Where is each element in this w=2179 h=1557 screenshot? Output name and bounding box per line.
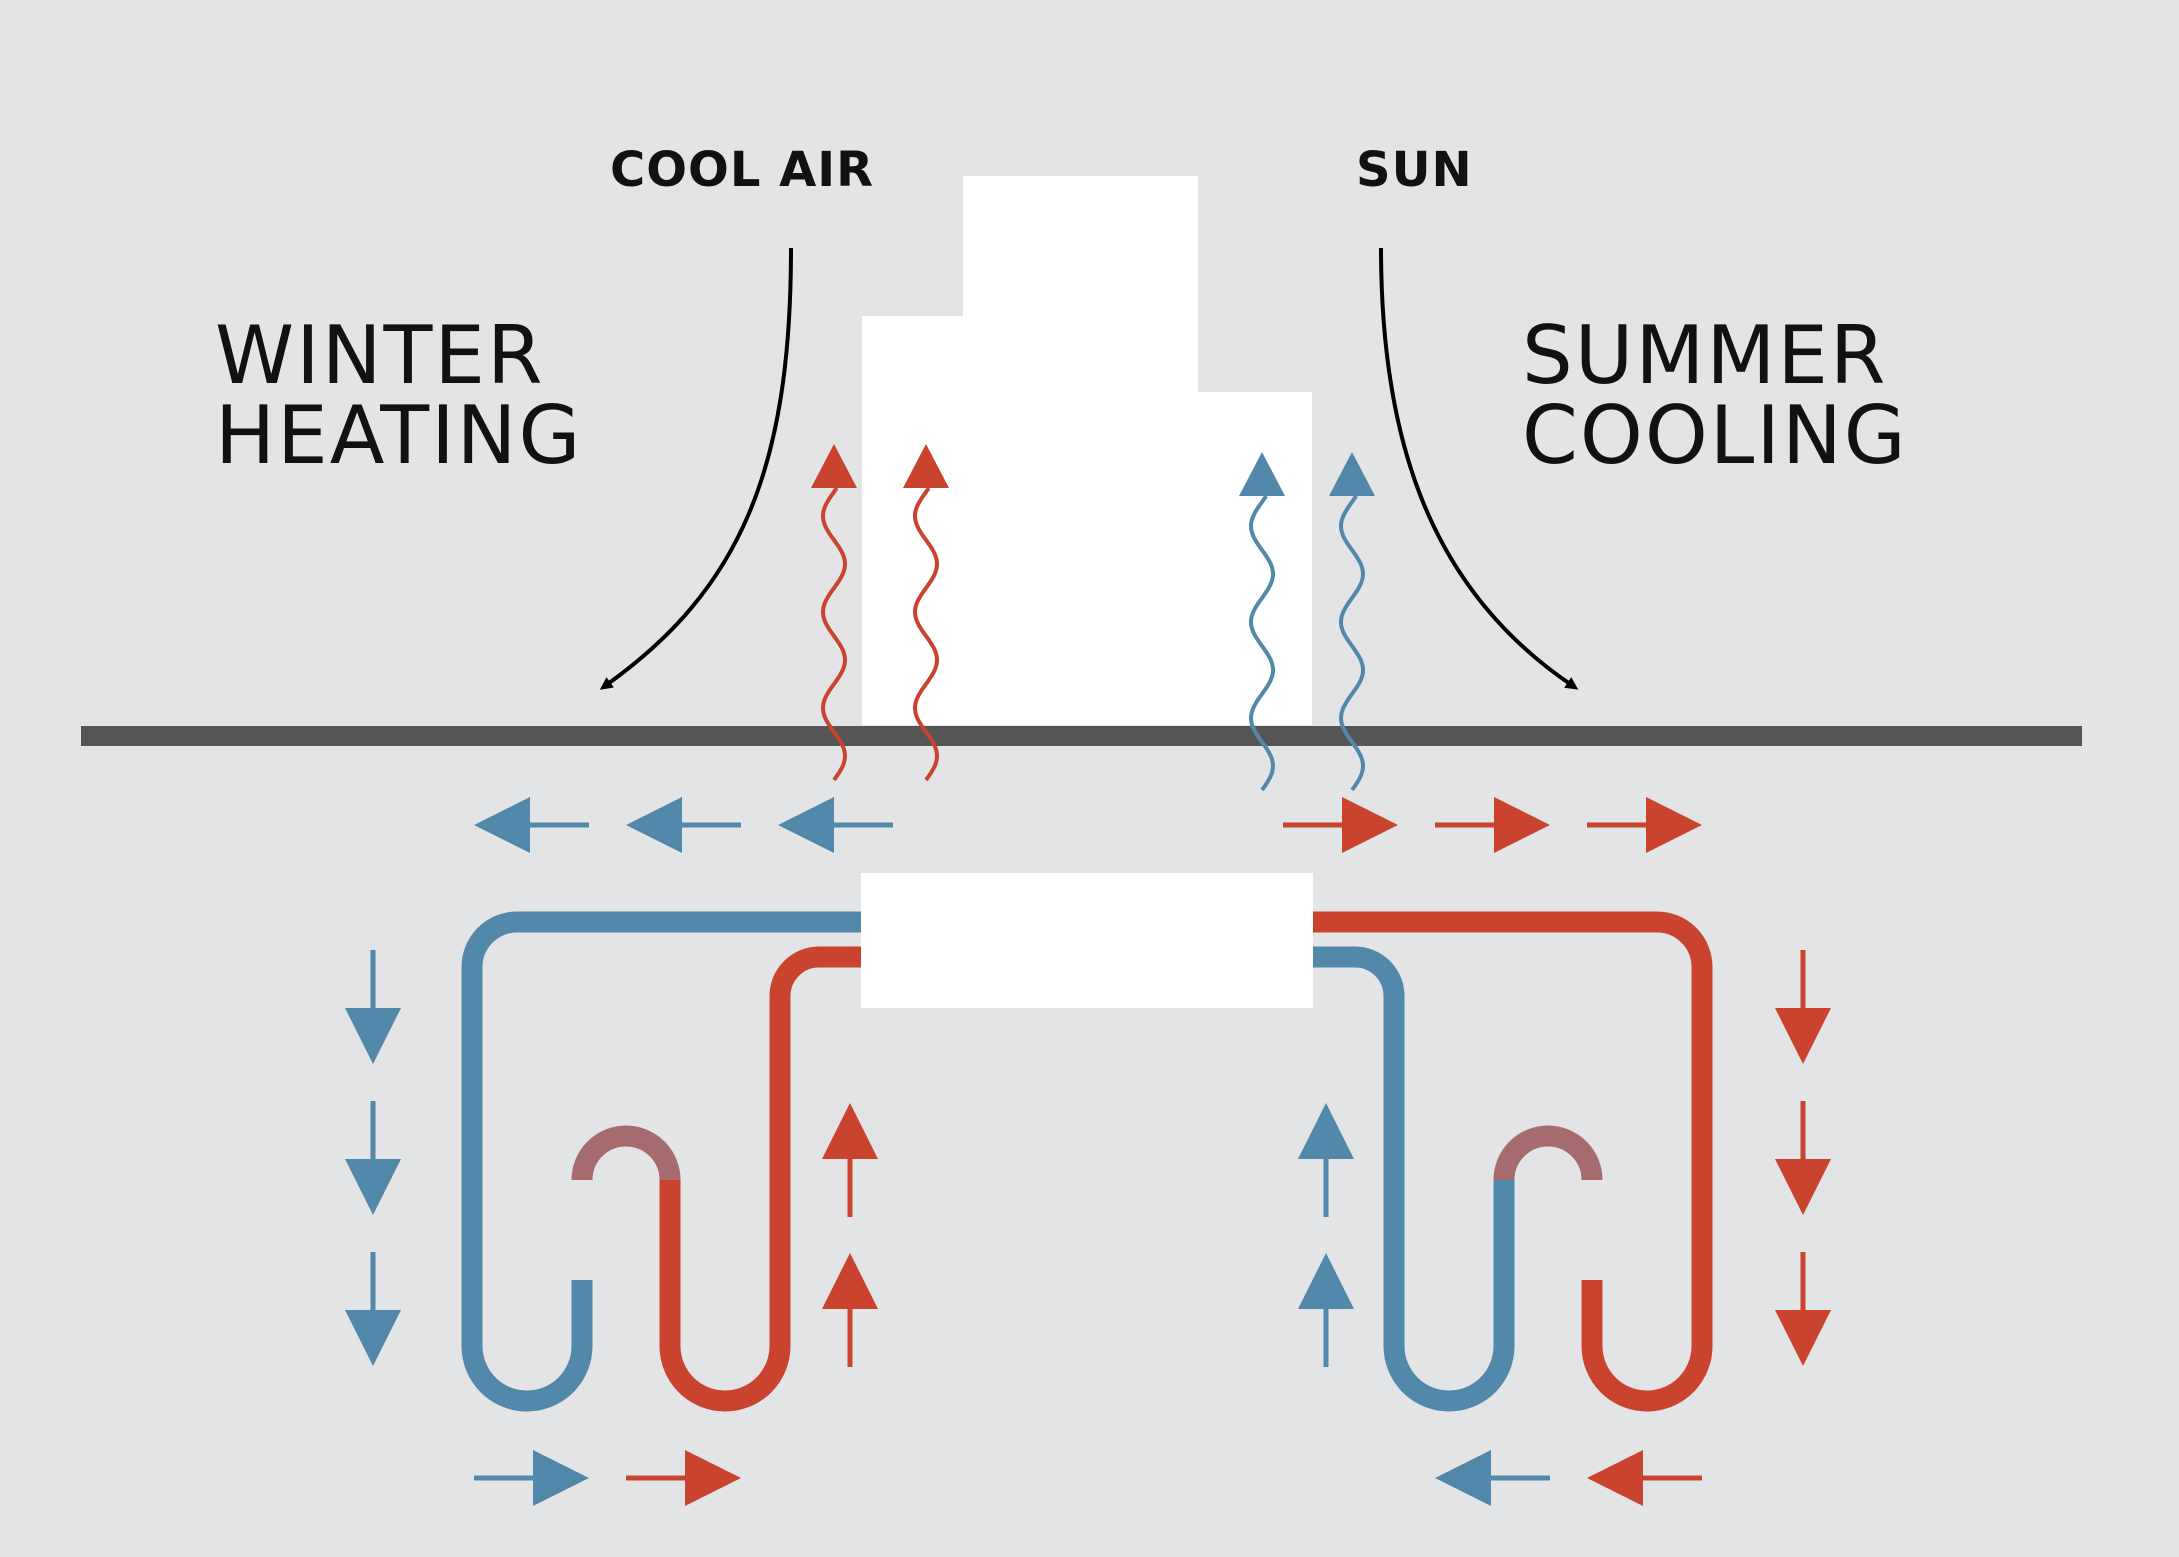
summer-ground-loop [1313,911,1713,1412]
right-down-arrow-1 [1775,950,1831,1064]
right-surface-arrow-3 [1587,797,1702,853]
rising-heat-waves [811,444,1375,792]
right-surface-arrow-3-head [1646,797,1702,853]
left-surface-arrow-1-head [474,797,530,853]
cool-air-label: COOL AIR [610,142,875,198]
right-surface-arrow-1-head [1342,797,1398,853]
right-down-arrow-1-head [1775,1008,1831,1064]
right-down-arrow-3 [1775,1252,1831,1366]
bottom-left-arrow-2-head [685,1450,741,1506]
sun-arrow [1379,247,1579,690]
warm-wave-1 [811,444,857,782]
cool-wave-1-line [1248,494,1276,792]
left-up-arrow-1-head [822,1103,878,1159]
left-up-arrow-2-head [822,1253,878,1309]
summer-title-line-2: COOLING [1522,389,1908,482]
right-up-arrow-2-head [1298,1253,1354,1309]
cool-wave-1 [1239,452,1285,792]
bottom-left-arrow-1 [474,1450,589,1506]
warm-wave-2-line [912,486,940,782]
left-up-arrow-2 [822,1253,878,1367]
left-surface-arrow-3-head [778,797,834,853]
ground-line [81,726,2082,746]
bottom-right-arrow-1 [1435,1450,1550,1506]
right-up-arrow-2 [1298,1253,1354,1367]
winter-ground-loop [461,911,861,1412]
cool-wave-1-head [1239,452,1285,496]
left-surface-arrow-2-head [626,797,682,853]
summer-title-line-1: SUMMER [1522,309,1888,402]
ground-flow-arrows [345,950,1831,1367]
winter-title-line-2: HEATING [215,389,583,482]
warm-wave-1-line [820,486,848,782]
sun-label: SUN [1356,142,1473,198]
bottom-left-arrow-2 [626,1450,741,1506]
cool-wave-2-line [1338,494,1366,792]
right-surface-arrow-1 [1283,797,1398,853]
right-surface-arrow-2 [1435,797,1550,853]
left-surface-arrow-3 [778,797,893,853]
left-down-arrow-3 [345,1252,401,1366]
warm-wave-2 [903,444,949,782]
bottom-left-arrow-1-head [533,1450,589,1506]
right-up-arrow-1-head [1298,1103,1354,1159]
surface-flow-arrows [474,797,1702,853]
cool-wave-2 [1329,452,1375,792]
bottom-right-arrow-2 [1587,1450,1702,1506]
summer-cooling-title: SUMMER COOLING [1522,316,1908,476]
deep-flow-arrows [474,1450,1702,1506]
left-down-arrow-3-head [345,1310,401,1366]
winter-heating-title: WINTER HEATING [215,316,583,476]
cool-wave-2-head [1329,452,1375,496]
left-down-arrow-2 [345,1101,401,1215]
bottom-right-arrow-2-head [1587,1450,1643,1506]
left-surface-arrow-2 [626,797,741,853]
bottom-right-arrow-1-head [1435,1450,1491,1506]
cool-air-arrow [599,247,793,690]
left-down-arrow-1 [345,950,401,1064]
left-down-arrow-2-head [345,1159,401,1215]
right-up-arrow-1 [1298,1103,1354,1217]
left-down-arrow-1-head [345,1008,401,1064]
right-surface-arrow-2-head [1494,797,1550,853]
left-surface-arrow-1 [474,797,589,853]
building [862,176,1312,725]
right-down-arrow-2 [1775,1101,1831,1215]
warm-wave-2-head [903,444,949,488]
right-down-arrow-2-head [1775,1159,1831,1215]
winter-title-line-1: WINTER [215,309,545,402]
left-up-arrow-1 [822,1103,878,1217]
right-down-arrow-3-head [1775,1310,1831,1366]
warm-wave-1-head [811,444,857,488]
heat-pump-unit [861,873,1313,1008]
